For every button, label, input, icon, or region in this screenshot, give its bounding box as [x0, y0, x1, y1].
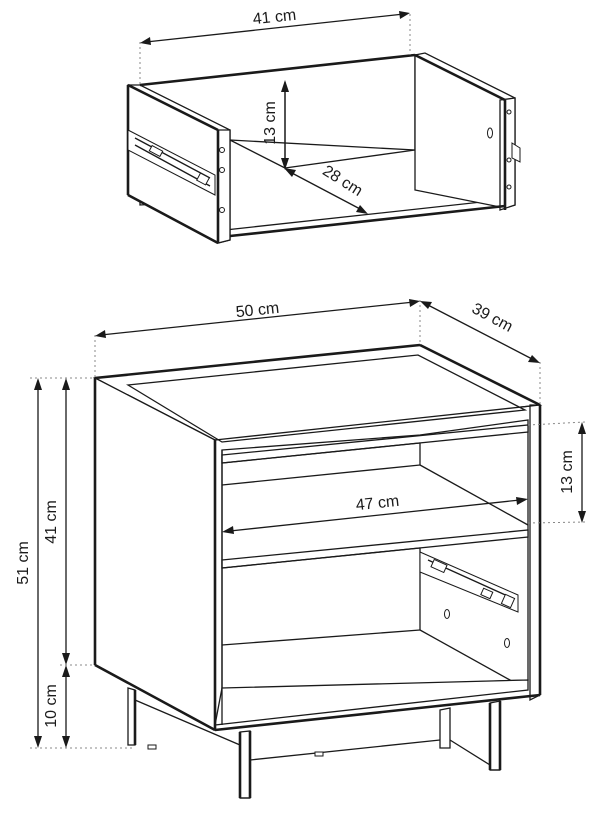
cabinet-base-legs: [127, 687, 502, 799]
cabinet-opening-height-label: 13 cm: [559, 450, 576, 494]
cabinet-inner-width-label: 47 cm: [355, 493, 400, 514]
drawer-slide-rail: [127, 129, 216, 196]
cabinet-drawing: [92, 343, 543, 799]
cabinet-inner-width-dimension: 47 cm: [222, 493, 528, 534]
cabinet-body-height-dimension: 41 cm: [43, 378, 95, 666]
cabinet-opening-height-dimension: 13 cm: [527, 421, 586, 524]
cabinet-body-height-label: 41 cm: [43, 500, 60, 544]
cabinet-bottom: [214, 679, 529, 726]
cabinet-leg-height-dimension: 10 cm: [43, 665, 70, 748]
cabinet-leg-height-label: 10 cm: [43, 684, 60, 728]
cabinet-width-dimension: 50 cm: [94, 299, 421, 378]
drawer-height-label: 13 cm: [262, 101, 279, 145]
drawer-height-dimension: 13 cm: [262, 80, 289, 170]
cabinet-total-height-dimension: 51 cm: [15, 377, 135, 749]
cabinet-total-height-label: 51 cm: [15, 541, 32, 585]
cabinet-left-side: [94, 376, 216, 732]
cabinet-slide-rail: [419, 551, 519, 613]
drawer-width-label: 41 cm: [252, 7, 297, 28]
drawer-drawing: [126, 52, 521, 245]
cabinet-right-side: [529, 404, 541, 702]
drawer-width-dimension: 41 cm: [139, 7, 411, 85]
cabinet-width-label: 50 cm: [235, 300, 280, 321]
